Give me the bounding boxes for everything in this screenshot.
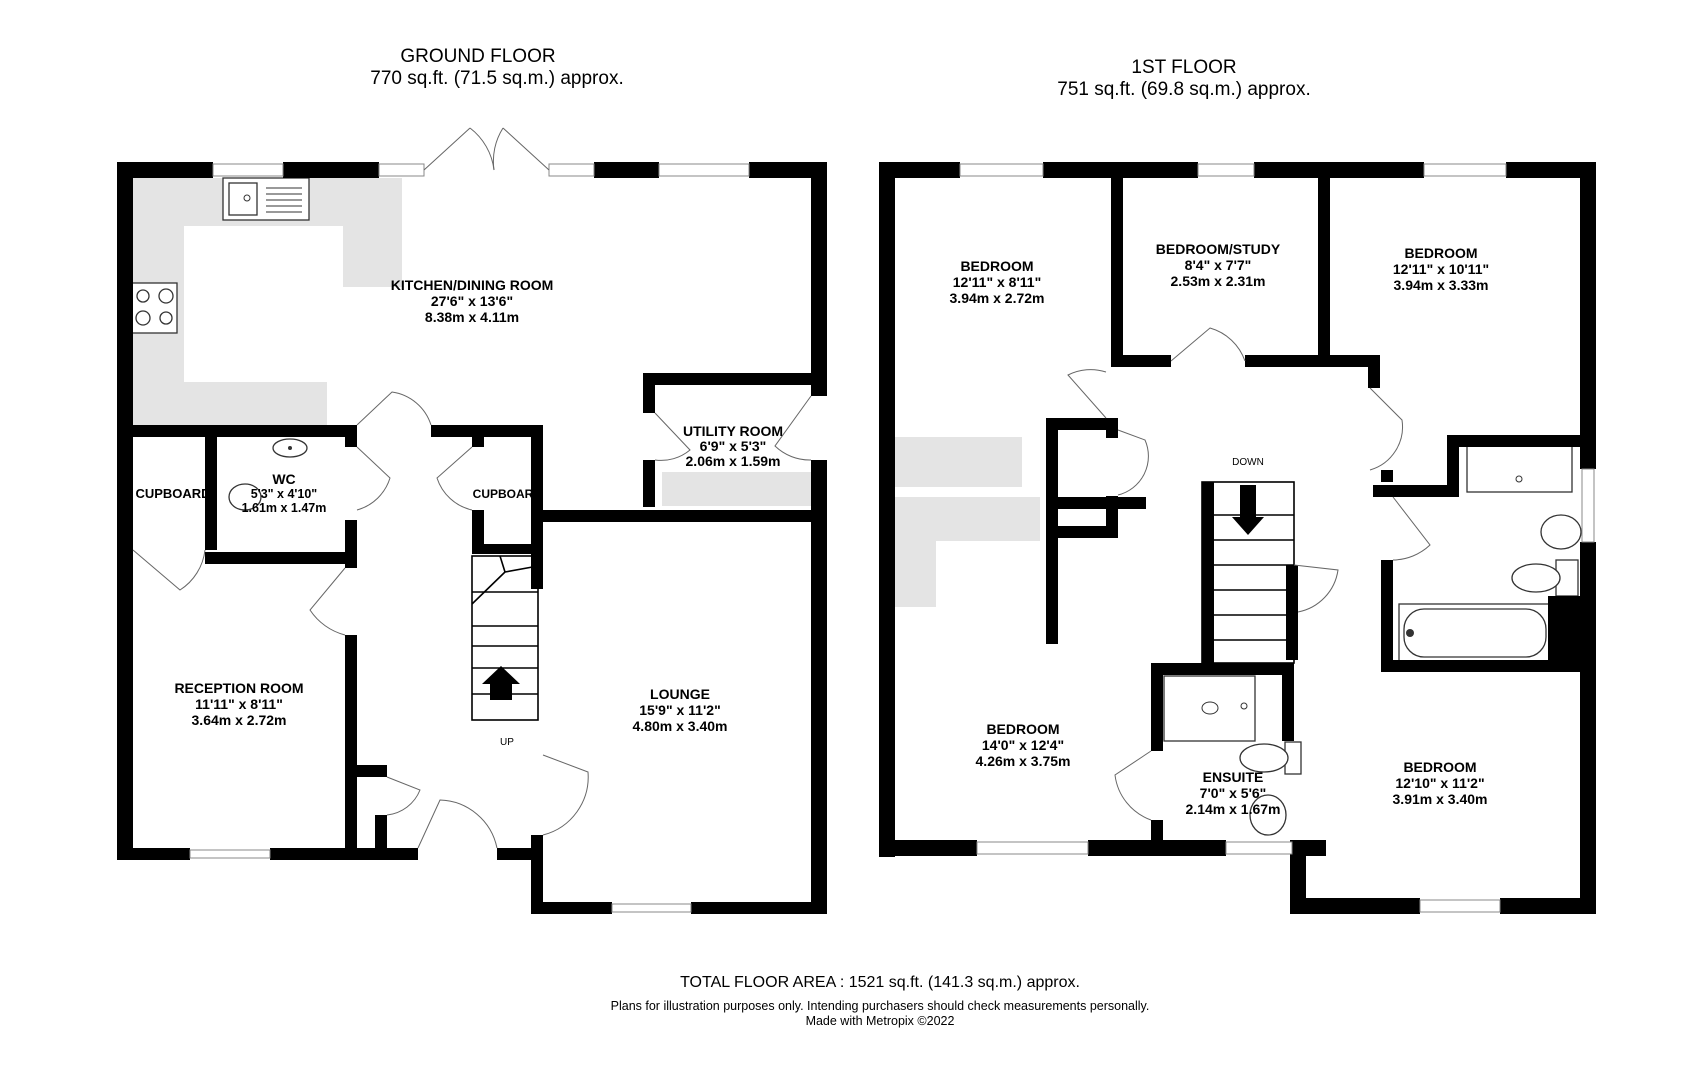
first-floor-walls [879,162,1596,914]
wc-basin [272,438,308,458]
reception-imperial: 11'11" x 8'11" [195,696,283,712]
landing-shade [892,437,1022,487]
ensuite-metric: 2.14m x 1.67m [1186,801,1281,817]
ground-floor-stairs [471,555,539,721]
ground-floor-title: GROUND FLOOR [400,46,555,67]
bedroom-nw-name: BEDROOM [960,258,1033,274]
hob [131,282,178,334]
total-floor-area: TOTAL FLOOR AREA : 1521 sq.ft. (141.3 sq… [680,974,1080,991]
ground-floor-doors [132,127,812,849]
first-floor-windows [959,163,1595,913]
bedroom-sw-name: BEDROOM [986,721,1059,737]
cupboard-left-name: CUPBOARD [135,486,210,501]
study-imperial: 8'4" x 7'7" [1185,257,1252,273]
bedroom-wardrobe-shade [892,497,1040,607]
bathroom-fixtures [1398,445,1582,663]
bedroom-se-imperial: 12'10" x 11'2" [1395,775,1484,791]
first-floor-area: 751 sq.ft. (69.8 sq.m.) approx. [1057,79,1310,100]
utility-imperial: 6'9" x 5'3" [700,438,767,454]
metropix-credit: Made with Metropix ©2022 [806,1014,955,1028]
first-floor-doors [1067,327,1431,821]
bedroom-sw-imperial: 14'0" x 12'4" [982,737,1064,753]
bedroom-ne-metric: 3.94m x 3.33m [1394,277,1489,293]
bedroom-ne-name: BEDROOM [1404,245,1477,261]
utility-worktop [662,472,812,506]
bedroom-se-metric: 3.91m x 3.40m [1393,791,1488,807]
ground-floor-area: 770 sq.ft. (71.5 sq.m.) approx. [370,68,623,89]
first-floor-title: 1ST FLOOR [1131,57,1236,78]
lounge-name: LOUNGE [650,686,710,702]
study-name: BEDROOM/STUDY [1156,241,1281,257]
kitchen-name: KITCHEN/DINING ROOM [391,277,554,293]
kitchen-imperial: 27'6" x 13'6" [431,293,513,309]
lounge-imperial: 15'9" x 11'2" [639,702,720,718]
first-floor-stairs [1201,481,1295,664]
reception-metric: 3.64m x 2.72m [192,712,287,728]
bedroom-ne-imperial: 12'11" x 10'11" [1393,261,1489,277]
kitchen-sink [222,177,310,221]
ground-floor-walls [117,162,827,914]
kitchen-metric: 8.38m x 4.11m [425,309,519,325]
wc-metric: 1.61m x 1.47m [242,501,327,515]
wc-name: WC [272,471,295,487]
reception-name: RECEPTION ROOM [174,680,303,696]
bedroom-nw-metric: 3.94m x 2.72m [950,290,1045,306]
wc-imperial: 5'3" x 4'10" [251,487,318,501]
ensuite-imperial: 7'0" x 5'6" [1200,785,1267,801]
wc-toilet [228,483,262,511]
bedroom-se-name: BEDROOM [1403,759,1476,775]
lounge-metric: 4.80m x 3.40m [633,718,728,734]
ground-floor: GROUND FLOOR 770 sq.ft. (71.5 sq.m.) app… [117,46,827,914]
stairs-up-label: UP [500,737,514,748]
disclaimer: Plans for illustration purposes only. In… [611,999,1150,1013]
utility-name: UTILITY ROOM [683,423,783,439]
first-floor: 1ST FLOOR 751 sq.ft. (69.8 sq.m.) approx… [879,57,1596,914]
ensuite-fixtures [1163,675,1302,836]
cupboard-right-name: CUPBOAR [473,487,534,501]
ground-floor-windows [189,163,750,913]
bedroom-nw-imperial: 12'11" x 8'11" [953,274,1041,290]
bedroom-sw-metric: 4.26m x 3.75m [976,753,1071,769]
ensuite-name: ENSUITE [1203,769,1264,785]
study-metric: 2.53m x 2.31m [1171,273,1266,289]
utility-metric: 2.06m x 1.59m [686,453,781,469]
stairs-down-label: DOWN [1232,457,1264,468]
